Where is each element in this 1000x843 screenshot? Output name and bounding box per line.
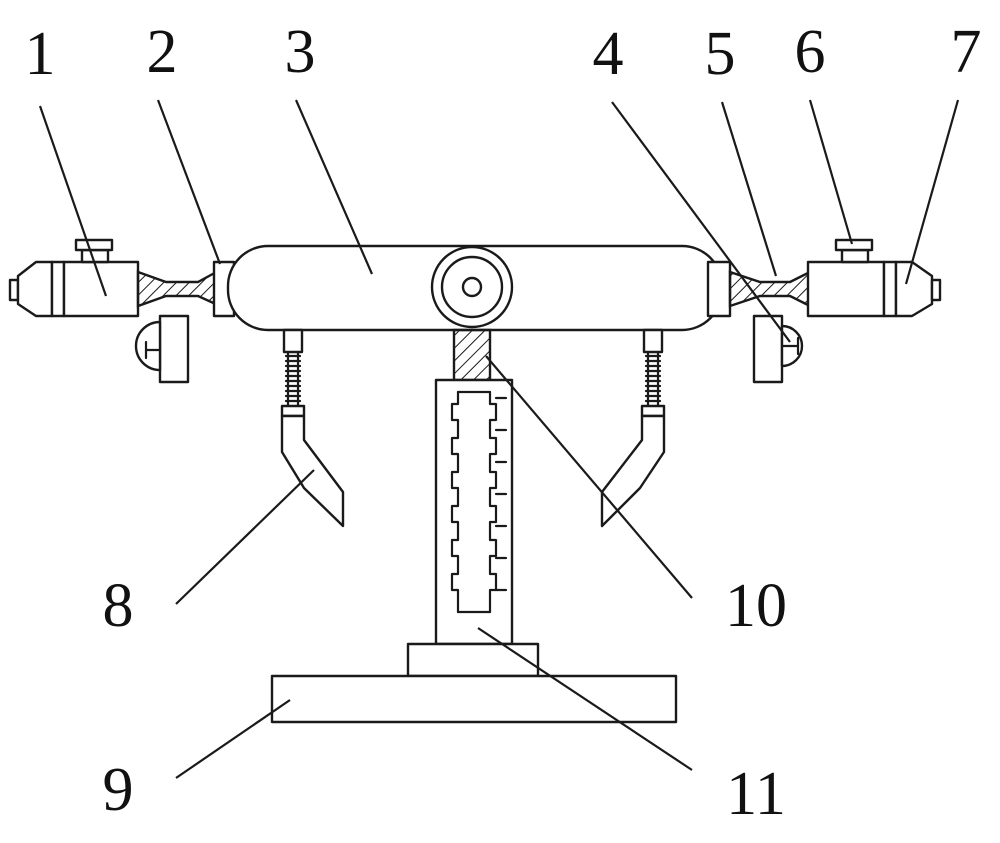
leader-3 — [294, 99, 374, 275]
telescopic-column — [434, 378, 514, 646]
right-bracket — [752, 314, 804, 384]
right-threaded-connector — [706, 260, 812, 318]
left-threaded-connector — [136, 260, 236, 318]
callout-label-6: 6 — [795, 18, 826, 86]
base-plate — [270, 674, 678, 724]
leader-8 — [175, 469, 315, 605]
callout-label-7: 7 — [951, 18, 982, 86]
left-bracket — [134, 314, 190, 384]
callout-label-11: 11 — [726, 760, 786, 828]
leader-7 — [904, 99, 960, 285]
callout-label-5: 5 — [705, 20, 736, 88]
callout-label-10: 10 — [725, 572, 787, 640]
leader-4 — [611, 101, 791, 343]
callout-label-8: 8 — [103, 572, 134, 640]
callout-label-3: 3 — [285, 18, 316, 86]
leader-9 — [175, 699, 291, 779]
leader-6 — [808, 99, 854, 245]
left-valve-body — [62, 238, 140, 318]
left-spring-arm — [280, 328, 306, 418]
central-housing — [226, 244, 724, 332]
callout-label-4: 4 — [593, 20, 624, 88]
right-cutter-blade — [600, 414, 666, 528]
right-spring-arm — [640, 328, 666, 418]
callout-labels: 1 2 3 4 5 6 7 8 9 10 11 — [25, 18, 982, 828]
leader-1 — [38, 105, 108, 297]
callout-label-2: 2 — [147, 18, 178, 86]
leader-11 — [477, 627, 693, 771]
leader-lines — [38, 99, 960, 779]
right-valve-body — [806, 238, 886, 318]
right-nozzle — [882, 260, 942, 318]
column-collar — [406, 642, 540, 678]
support-shaft — [452, 328, 492, 382]
callout-label-9: 9 — [103, 756, 134, 824]
callout-label-1: 1 — [25, 20, 56, 88]
leader-2 — [156, 99, 222, 265]
leader-5 — [720, 101, 778, 277]
left-nozzle — [8, 260, 66, 318]
leader-10 — [485, 355, 693, 599]
